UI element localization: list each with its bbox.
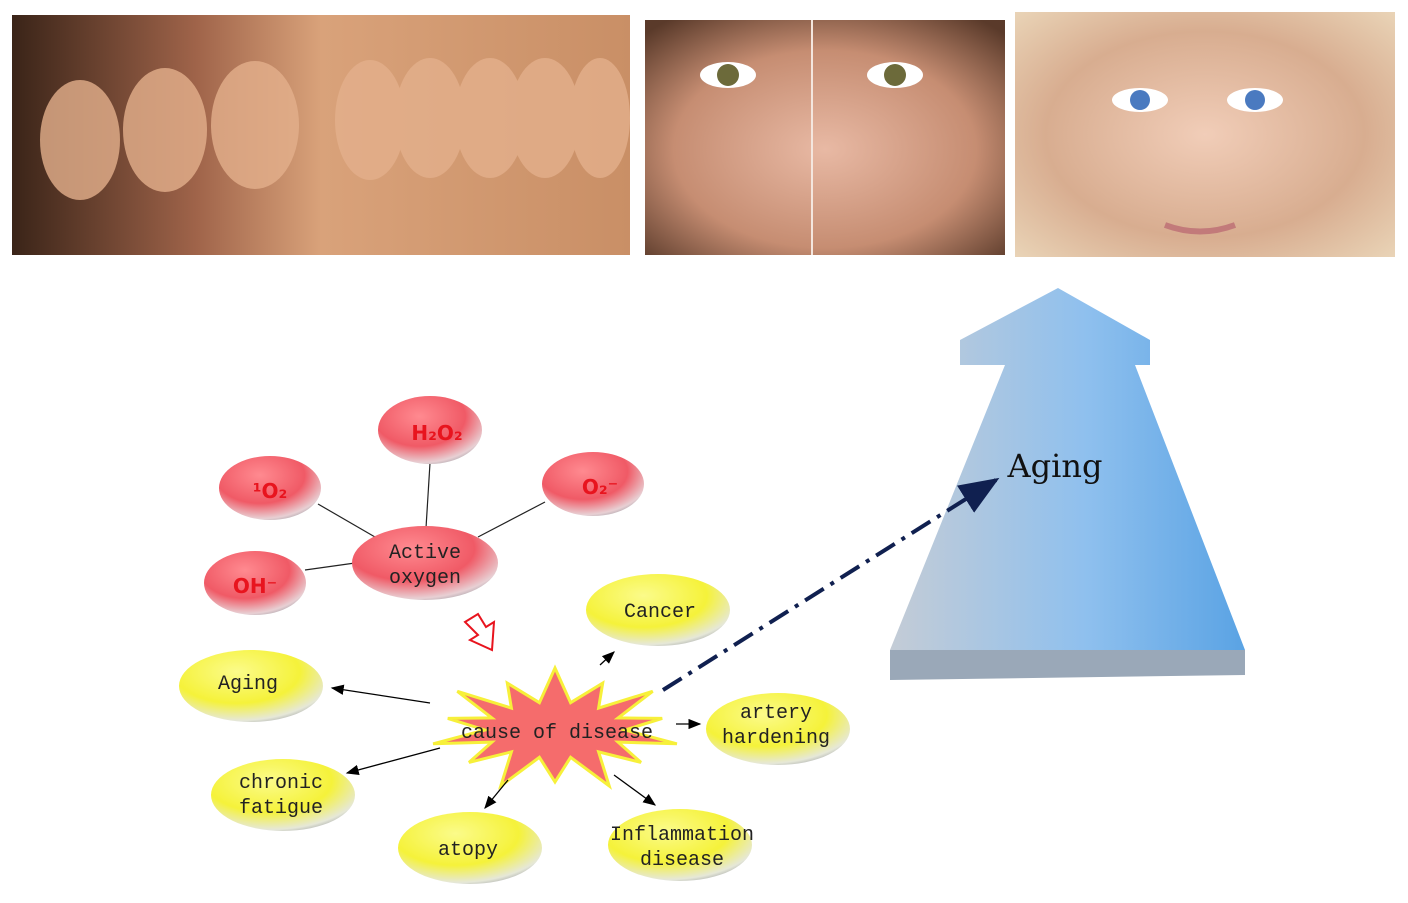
svg-text:OH⁻: OH⁻ [233, 574, 277, 598]
svg-text:Aging: Aging [218, 673, 278, 696]
svg-text:artery: artery [740, 702, 812, 725]
svg-text:H₂O₂: H₂O₂ [411, 421, 462, 445]
node-active-oxygen: Active oxygen [352, 526, 498, 600]
svg-text:atopy: atopy [438, 839, 498, 862]
svg-text:cause of disease: cause of disease [461, 722, 653, 745]
svg-text:hardening: hardening [722, 727, 830, 750]
svg-text:Cancer: Cancer [624, 601, 696, 624]
svg-text:chronic: chronic [239, 772, 323, 795]
photo-young-face [645, 20, 1005, 255]
node-aging: Aging [179, 650, 323, 722]
node-h2o2: H₂O₂ [378, 396, 482, 464]
down-arrow-icon [463, 612, 496, 652]
photo-aging-progression [12, 15, 630, 255]
cause-of-disease-burst: cause of disease [432, 664, 678, 790]
svg-text:Active: Active [389, 542, 461, 565]
photo-woman-face-aged-half [1015, 12, 1395, 257]
svg-text:O₂⁻: O₂⁻ [582, 475, 618, 499]
svg-text:oxygen: oxygen [389, 567, 461, 590]
node-superoxide: O₂⁻ [542, 452, 644, 516]
big-arrow-label: Aging [1007, 447, 1103, 485]
node-chronic-fatigue: chronic fatigue [211, 759, 355, 831]
node-cancer: Cancer [586, 574, 730, 646]
big-aging-arrow [890, 288, 1245, 680]
svg-text:fatigue: fatigue [239, 797, 323, 820]
node-inflammation-disease: Inflammation disease [608, 809, 754, 881]
svg-text:Inflammation: Inflammation [610, 824, 754, 847]
svg-text:¹O₂: ¹O₂ [253, 479, 288, 503]
node-hydroxyl: OH⁻ [204, 551, 306, 615]
node-singlet-oxygen: ¹O₂ [219, 456, 321, 520]
svg-text:disease: disease [640, 849, 724, 872]
node-artery-hardening: artery hardening [706, 693, 850, 765]
active-oxygen-links [304, 462, 546, 571]
node-atopy: atopy [398, 812, 542, 884]
disease-arrows [330, 651, 702, 810]
